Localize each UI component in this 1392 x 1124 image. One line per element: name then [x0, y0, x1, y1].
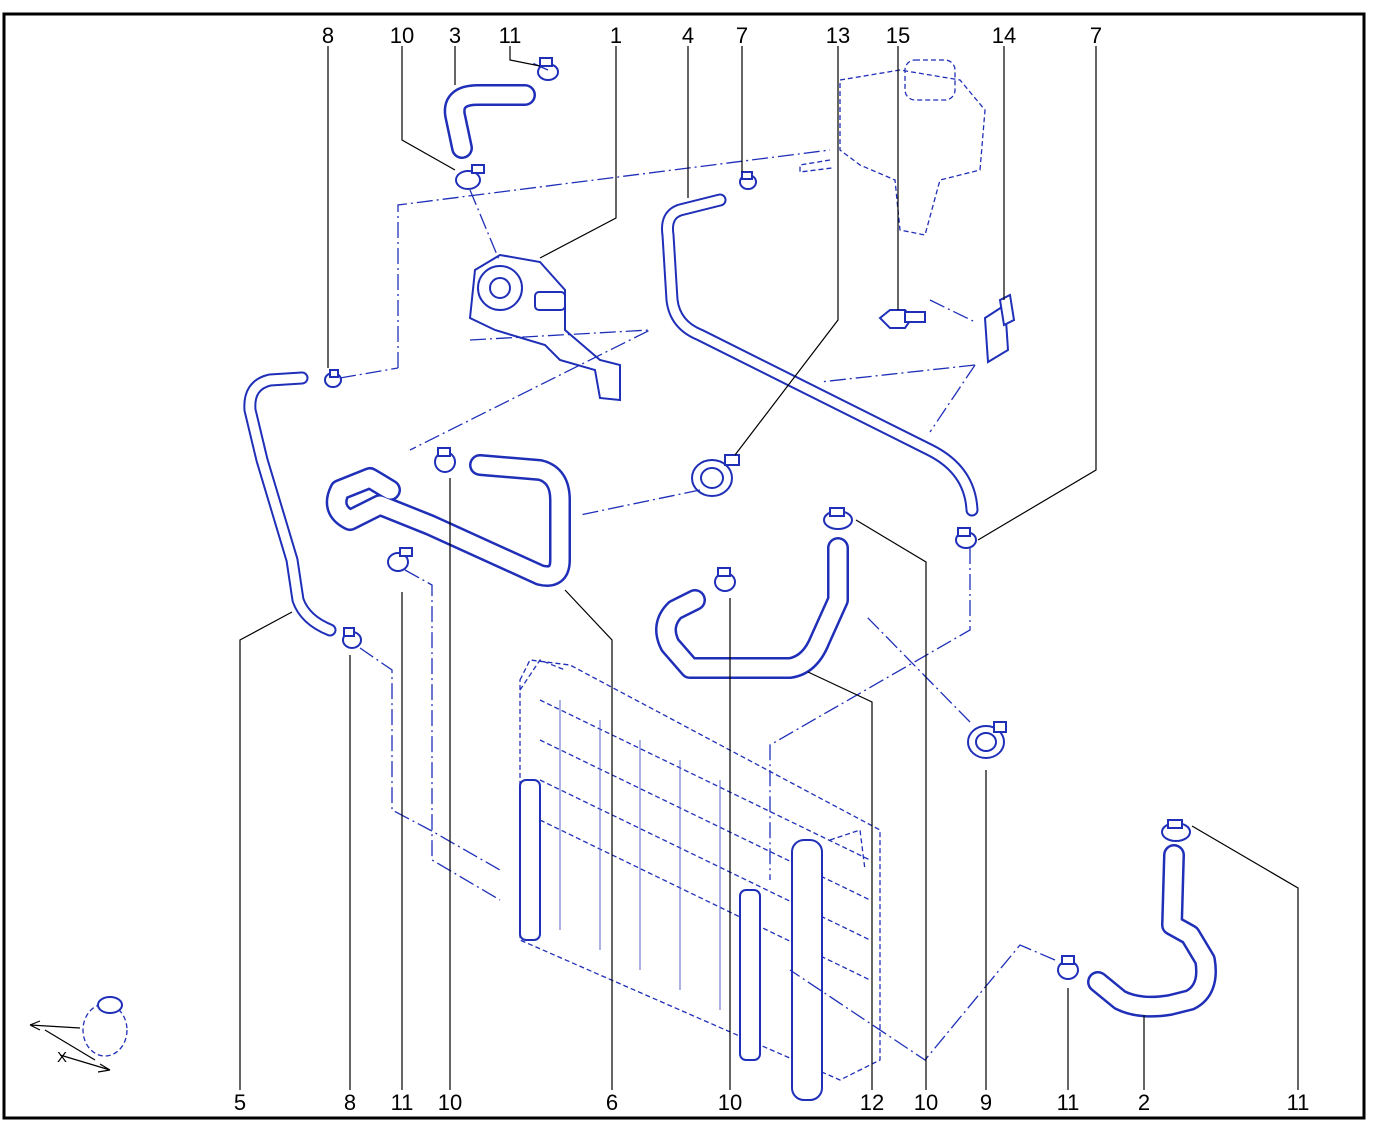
callout-8-bottom: 8 — [344, 1090, 356, 1115]
callout-10-top: 10 — [390, 23, 414, 48]
callout-6: 6 — [606, 1090, 618, 1115]
hose-2 — [1087, 844, 1217, 1018]
hose-3 — [443, 84, 536, 159]
diagram-frame — [2, 12, 1366, 1120]
callout-14: 14 — [992, 23, 1016, 48]
clamp-7-right — [955, 527, 977, 549]
callout-9: 9 — [980, 1090, 992, 1115]
clamp-10-top — [455, 164, 485, 190]
expansion-tank — [799, 59, 986, 236]
callout-13: 13 — [826, 23, 850, 48]
callout-11-top: 11 — [499, 23, 522, 48]
clamp-11-mid — [387, 547, 413, 572]
radiator — [519, 659, 881, 1101]
clamp-11-lower — [1057, 955, 1079, 980]
callout-11-bottom-mid: 11 — [1057, 1090, 1080, 1115]
clamp-7-left — [739, 171, 757, 190]
hose-12 — [655, 537, 849, 679]
callout-8-top: 8 — [322, 23, 334, 48]
callout-10-bottom-mid: 10 — [718, 1090, 742, 1115]
bracket-14 — [983, 293, 1016, 364]
callout-4: 4 — [682, 23, 694, 48]
assembly-lines — [339, 61, 1056, 1061]
clamp-9 — [967, 721, 1007, 759]
callout-15: 15 — [886, 23, 910, 48]
bolt-15 — [878, 309, 926, 329]
leader-lines — [239, 46, 1299, 1090]
hose-5 — [243, 371, 337, 637]
callout-10-bottom-left: 10 — [438, 1090, 462, 1115]
pipe-4 — [661, 193, 979, 517]
callout-12: 12 — [860, 1090, 884, 1115]
callout-labels: 8 10 3 11 1 4 7 13 15 14 7 5 8 11 10 6 1… — [234, 23, 1310, 1115]
callout-2: 2 — [1138, 1090, 1150, 1115]
clamps — [324, 57, 1191, 980]
callout-11-bottom-left: 11 — [391, 1090, 414, 1115]
clamp-10-right — [823, 507, 853, 530]
clamp-8 — [324, 369, 342, 388]
clamp-11-right — [1161, 819, 1191, 842]
clamp-10-mid — [434, 447, 456, 473]
callout-7-left: 7 — [736, 23, 748, 48]
callout-5: 5 — [234, 1090, 246, 1115]
clamp-8-lower — [342, 627, 362, 649]
hose-6 — [325, 454, 571, 587]
callout-7-right: 7 — [1090, 23, 1102, 48]
clamp-13 — [691, 454, 740, 497]
callout-10-bottom-right: 10 — [914, 1090, 938, 1115]
callout-1: 1 — [610, 23, 622, 48]
inset-x-label: X — [57, 1049, 67, 1066]
clamp-10-lower — [714, 567, 736, 592]
inset-clamp-detail: X — [29, 996, 128, 1073]
callout-3: 3 — [449, 23, 461, 48]
callout-11-bottom-right: 11 — [1287, 1090, 1310, 1115]
